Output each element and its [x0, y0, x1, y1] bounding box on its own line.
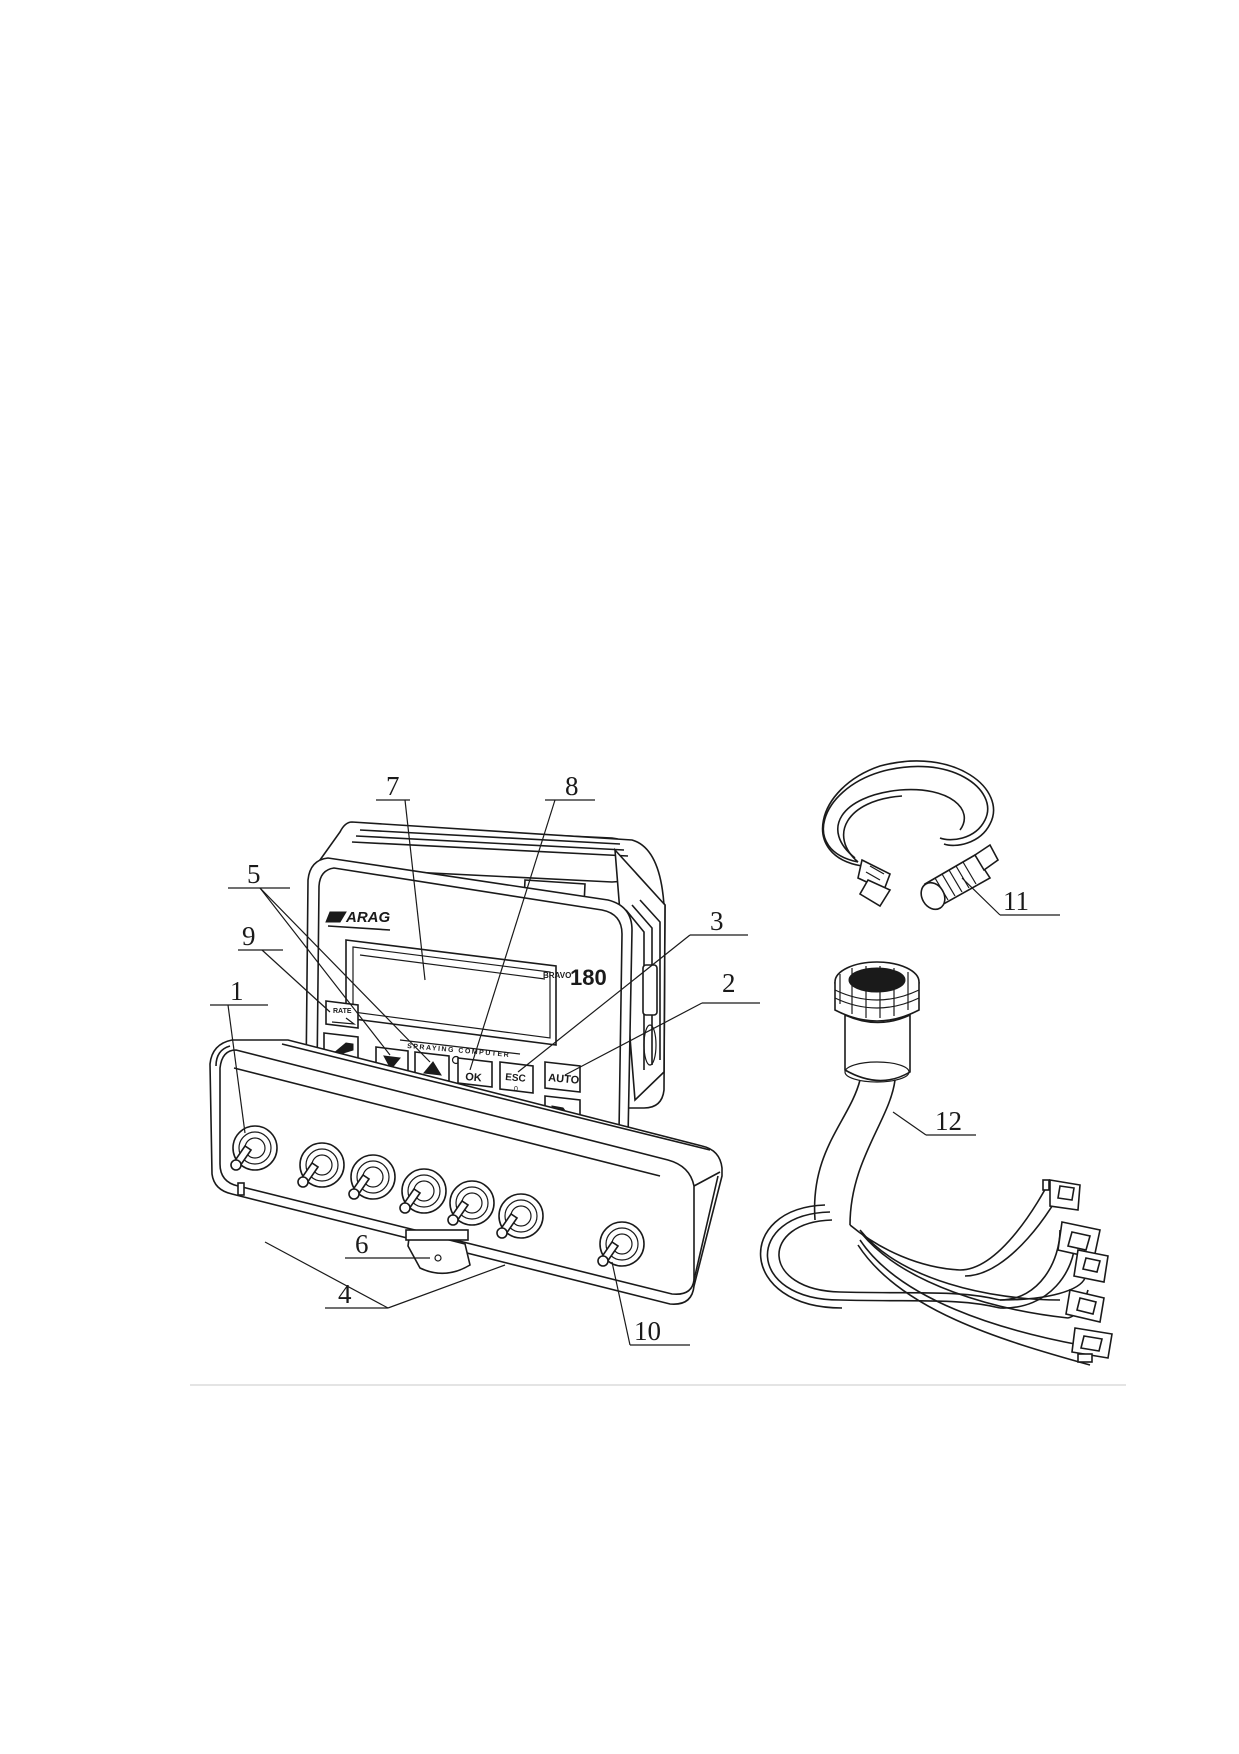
callout-11: 11 — [1003, 886, 1029, 916]
harness-plug-2 — [1057, 1221, 1101, 1259]
auto-key-label: AUTO — [548, 1072, 580, 1087]
section-switch-2[interactable] — [348, 1154, 396, 1200]
harness-connector — [834, 961, 920, 1083]
esc-key-sublabel: 0 — [514, 1086, 518, 1093]
callout-10: 10 — [634, 1316, 661, 1346]
section-switch-4[interactable] — [447, 1180, 495, 1226]
callout-6: 6 — [355, 1229, 369, 1259]
harness-plug-1 — [1042, 1179, 1081, 1211]
callout-5: 5 — [247, 859, 261, 889]
harness-plug-4 — [1065, 1289, 1105, 1323]
harness-plug-5 — [1071, 1327, 1113, 1363]
lcd-display-screen — [352, 946, 551, 1039]
section-switch-3[interactable] — [399, 1168, 447, 1214]
wiring-harness — [759, 961, 1113, 1366]
model-prefix: BRAVO — [543, 971, 571, 980]
arag-logo: ARAG — [325, 909, 390, 931]
pressure-switch[interactable] — [597, 1221, 645, 1267]
main-switch[interactable] — [230, 1125, 278, 1171]
down-arrow-icon — [383, 1055, 401, 1070]
callout-4: 4 — [338, 1279, 352, 1309]
harness-plug-3 — [1073, 1249, 1109, 1283]
esc-key[interactable]: ESC 0 — [499, 1061, 534, 1094]
rate-key[interactable]: RATE — [325, 1000, 359, 1029]
callout-8: 8 — [565, 771, 579, 801]
esc-key-label: ESC — [505, 1072, 526, 1085]
section-switch-5[interactable] — [496, 1193, 544, 1239]
section-switch-1[interactable] — [297, 1142, 345, 1188]
callout-1: 1 — [230, 976, 244, 1006]
toggle-switches — [230, 1125, 645, 1267]
ok-key[interactable]: OK — [457, 1057, 493, 1088]
switch-box — [209, 1039, 723, 1305]
brand-logo-text: ARAG — [345, 909, 390, 926]
speed-sensor-body — [920, 843, 1000, 911]
auto-key[interactable]: AUTO — [544, 1061, 581, 1093]
callout-12: 12 — [935, 1106, 962, 1136]
callout-numbers: 1 2 3 4 5 6 7 8 9 10 11 12 — [230, 771, 1029, 1346]
sensor-connector — [857, 858, 892, 908]
callout-7: 7 — [386, 771, 400, 801]
callout-9: 9 — [242, 921, 256, 951]
ok-key-label: OK — [465, 1071, 483, 1084]
callout-lines — [210, 799, 1060, 1346]
speed-sensor-cable — [821, 760, 1000, 911]
callout-2: 2 — [722, 968, 736, 998]
rate-key-label: RATE — [333, 1008, 352, 1015]
model-number: 180 — [570, 965, 607, 990]
up-arrow-icon — [423, 1061, 442, 1076]
callout-3: 3 — [710, 906, 724, 936]
